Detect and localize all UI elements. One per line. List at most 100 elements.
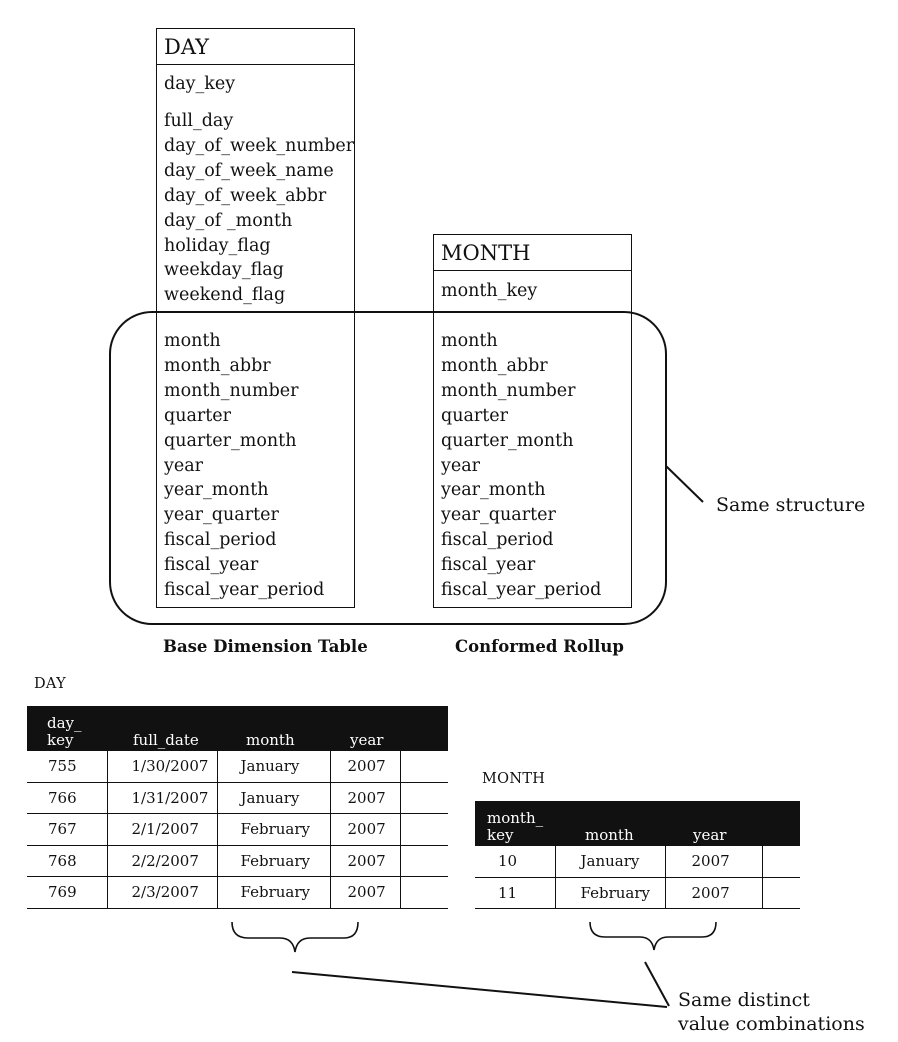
same-structure-pointer (665, 465, 704, 503)
table-cell: 767 (27, 813, 108, 846)
column-header: year (330, 706, 400, 751)
table-cell: 1/31/2007 (107, 782, 218, 814)
table-cell: February (217, 876, 331, 909)
table-cell: 10 (475, 846, 556, 878)
attribute-item: year_quarter (164, 505, 279, 526)
brace-right (589, 921, 717, 951)
table-cell: January (217, 782, 331, 814)
attribute-item: month_number (164, 380, 299, 401)
attribute-item: month_number (441, 380, 576, 401)
pointer-left (291, 971, 668, 1008)
attribute-item: fiscal_year_period (441, 580, 602, 601)
attribute-item: day_of_week_name (164, 160, 334, 181)
attribute-item: quarter (441, 405, 509, 426)
table-cell: 766 (27, 782, 108, 814)
attribute-item: day_of_week_number (164, 135, 355, 156)
column-header: month (217, 706, 330, 751)
attribute-item: full_day (164, 111, 234, 131)
table-cell (762, 877, 800, 909)
attribute-item: month_abbr (441, 355, 548, 376)
table-cell: 2/2/2007 (107, 845, 218, 877)
base-dimension-caption: Base Dimension Table (163, 637, 368, 656)
table-cell: 2007 (330, 876, 401, 909)
column-header (762, 801, 800, 846)
day-entity-title: DAY (157, 29, 354, 65)
column-header: month (555, 801, 665, 846)
day-attribute-list: full_day day_of_week_number day_of_week_na… (164, 109, 354, 308)
attribute-item: weekend_flag (164, 285, 286, 306)
attribute-item: fiscal_period (164, 530, 277, 551)
table-cell (400, 813, 448, 846)
column-header: full_date (107, 706, 217, 751)
attribute-item: fiscal_period (441, 530, 554, 551)
attribute-item: holiday_flag (164, 235, 271, 256)
attribute-item: year_month (164, 480, 269, 501)
conformed-rollup-caption: Conformed Rollup (455, 637, 624, 656)
month-entity-title: MONTH (434, 235, 631, 271)
table-cell (400, 876, 448, 909)
attribute-item: quarter (164, 405, 232, 426)
brace-left (231, 921, 359, 953)
attribute-item: fiscal_year_period (164, 580, 325, 601)
column-header: year (665, 801, 762, 846)
day-divider (157, 312, 354, 313)
day-key-attr: day_key (164, 74, 236, 94)
attribute-item: day_of _month (164, 210, 293, 231)
attribute-item: month_abbr (164, 355, 271, 376)
attribute-item: year_month (441, 480, 546, 501)
attribute-item: day_of_week_abbr (164, 185, 327, 206)
table-cell: February (555, 877, 666, 909)
table-cell: 2007 (330, 751, 401, 783)
month-table-label: MONTH (482, 771, 546, 787)
table-cell: 11 (475, 877, 556, 909)
attribute-item: fiscal_year (164, 555, 259, 576)
attribute-item: year_quarter (441, 505, 556, 526)
month-divider (434, 312, 631, 313)
day-table-label: DAY (34, 676, 66, 692)
attribute-item: fiscal_year (441, 555, 536, 576)
table-cell: February (217, 813, 331, 846)
column-header: month_key (475, 801, 555, 846)
attribute-item: year (164, 455, 204, 476)
table-cell: 2007 (665, 877, 763, 909)
month-entity-box: MONTH month_key month month_abbr month_num… (433, 234, 632, 608)
attribute-item: month (441, 331, 498, 351)
table-cell: 768 (27, 845, 108, 877)
pointer-right (644, 961, 670, 1007)
same-distinct-note: Same distinct value combinations (678, 989, 865, 1035)
table-cell: January (555, 846, 666, 878)
attribute-item: year (441, 455, 481, 476)
table-cell: 2007 (330, 782, 401, 814)
table-cell: 2/3/2007 (107, 876, 218, 909)
table-cell: 2007 (665, 846, 763, 878)
attribute-item: quarter_month (441, 430, 574, 451)
table-cell: February (217, 845, 331, 877)
table-cell: 2/1/2007 (107, 813, 218, 846)
table-cell: 2007 (330, 845, 401, 877)
attribute-item: quarter_month (164, 430, 297, 451)
column-header: day_key (27, 706, 107, 751)
table-cell: 769 (27, 876, 108, 909)
month-key-attr: month_key (441, 281, 538, 301)
table-cell: January (217, 751, 331, 783)
table-cell (400, 751, 448, 783)
same-structure-note: Same structure (716, 494, 866, 516)
column-header (400, 706, 448, 751)
table-cell (400, 782, 448, 814)
table-cell: 1/30/2007 (107, 751, 218, 783)
table-cell: 755 (27, 751, 108, 783)
table-cell: 2007 (330, 813, 401, 846)
table-cell (762, 846, 800, 878)
